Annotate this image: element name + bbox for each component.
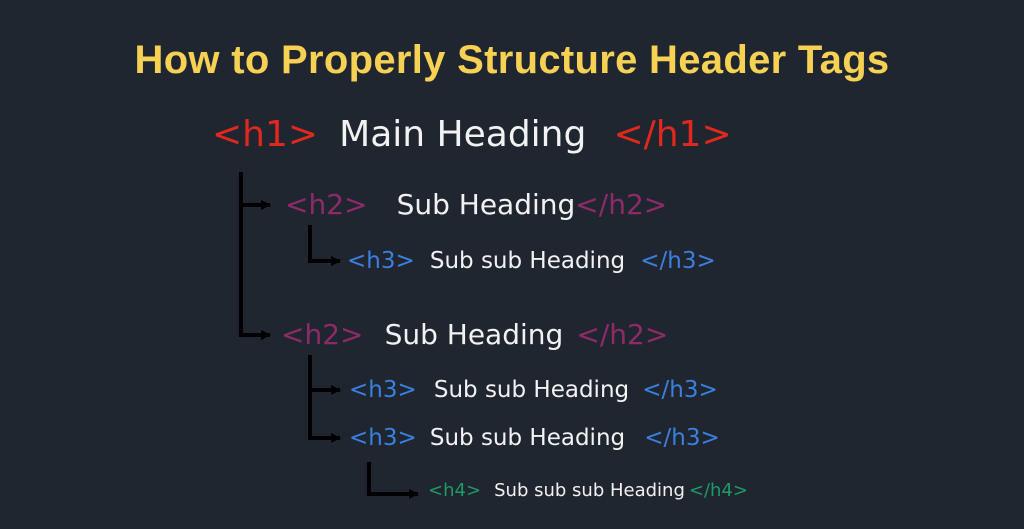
h4-row: <h4> Sub sub sub Heading</h4> bbox=[428, 480, 748, 501]
h2-close-tag: </h2> bbox=[575, 188, 668, 221]
h2-row-second: <h2> Sub Heading </h2> bbox=[281, 318, 668, 351]
h2-text: Sub Heading bbox=[396, 188, 576, 221]
h3-close-tag: </h3> bbox=[640, 248, 716, 274]
h2-open-tag: <h2> bbox=[285, 188, 368, 221]
h3-row-first: <h3> Sub sub Heading </h3> bbox=[347, 248, 716, 274]
h4-text: Sub sub sub Heading bbox=[494, 480, 685, 501]
h1-open-tag: <h1> bbox=[212, 114, 319, 155]
h4-close-tag: </h4> bbox=[688, 480, 748, 501]
h3-row-third: <h3> Sub sub Heading </h3> bbox=[349, 425, 720, 451]
h1-close-tag: </h1> bbox=[613, 114, 732, 155]
h3-text: Sub sub Heading bbox=[429, 248, 626, 274]
h2-close-tag: </h2> bbox=[576, 318, 669, 351]
h1-text: Main Heading bbox=[339, 114, 587, 155]
h3-open-tag: <h3> bbox=[349, 425, 417, 451]
h4-open-tag: <h4> bbox=[428, 480, 482, 501]
connector-h1-to-h2 bbox=[239, 172, 271, 340]
h3-text: Sub sub Heading bbox=[429, 425, 626, 451]
h2-open-tag: <h2> bbox=[281, 318, 364, 351]
h3-row-second: <h3> Sub sub Heading </h3> bbox=[349, 377, 718, 403]
h2-text: Sub Heading bbox=[384, 318, 564, 351]
diagram-title: How to Properly Structure Header Tags bbox=[134, 38, 890, 82]
connector-h2-to-h3-first bbox=[308, 225, 341, 266]
h2-row-first: <h2> Sub Heading</h2> bbox=[285, 188, 667, 221]
h3-close-tag: </h3> bbox=[642, 377, 718, 403]
h3-close-tag: </h3> bbox=[644, 425, 720, 451]
connector-h2-to-h3-second bbox=[308, 355, 341, 443]
h1-row: <h1> Main Heading </h1> bbox=[212, 114, 732, 155]
h3-open-tag: <h3> bbox=[347, 248, 415, 274]
h3-text: Sub sub Heading bbox=[433, 377, 630, 403]
h3-open-tag: <h3> bbox=[349, 377, 417, 403]
connector-h3-to-h4 bbox=[367, 462, 419, 499]
